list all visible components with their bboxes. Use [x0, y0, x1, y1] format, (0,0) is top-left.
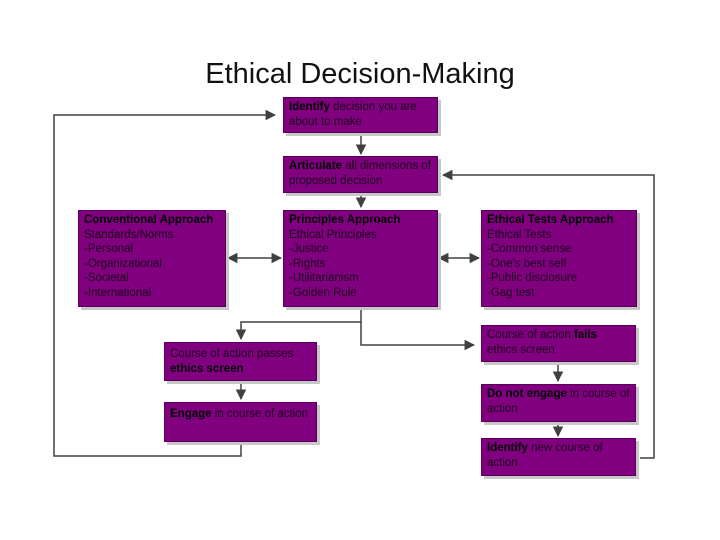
conventional-item: -Organizational	[84, 257, 162, 270]
fails-text-end: ethics screen	[487, 343, 555, 356]
passes-ethics-screen-box: Course of action passes ethics screen	[164, 342, 317, 381]
do-not-engage-box: Do not engage in course of action	[481, 384, 636, 422]
ethical-tests-item: -Public disclosure	[487, 272, 578, 284]
principles-item: -Justice	[289, 243, 329, 255]
articulate-label: Articulate	[289, 160, 343, 172]
ethical-tests-item: -Gag test	[487, 286, 535, 299]
conventional-item: -International	[84, 286, 152, 299]
engage-text: in course of action	[211, 408, 309, 420]
principles-item: -Utilitarianism	[289, 272, 359, 284]
principles-item: -Rights	[289, 257, 326, 270]
ethical-tests-heading: Ethical Tests Approach	[487, 214, 614, 226]
loop-right-to-articulate	[441, 169, 655, 459]
fails-label: fails	[573, 329, 597, 341]
ethical-tests-item: -One's best self	[487, 257, 567, 270]
conventional-heading: Conventional Approach	[84, 214, 214, 226]
loop-left-to-identify	[53, 109, 277, 457]
identify-label: Identify	[289, 101, 330, 113]
principles-approach-box: Principles Approach Ethical Principles -…	[283, 210, 438, 307]
conventional-approach-box: Conventional Approach Standards/Norms -P…	[78, 210, 226, 307]
do-not-engage-label: Do not engage	[487, 388, 567, 400]
ethical-tests-item: Ethical Tests	[487, 228, 552, 241]
fails-text: Course of action	[487, 329, 574, 341]
page-title: Ethical Decision-Making	[205, 58, 515, 90]
identify-decision-box: Identify decision you are about to make	[283, 97, 438, 133]
ethical-tests-approach-box: Ethical Tests Approach Ethical Tests -Co…	[481, 210, 637, 307]
identify-new-label: Identify	[487, 442, 528, 454]
articulate-box: Articulate all dimensions of proposed de…	[283, 156, 438, 193]
engage-box: Engage in course of action	[164, 402, 317, 442]
conventional-item: -Societal	[84, 272, 129, 284]
principles-item: Ethical Principles	[289, 228, 377, 241]
ethical-tests-item: -Common sense	[487, 243, 572, 255]
passes-label: ethics screen	[170, 362, 244, 375]
conventional-item: -Personal	[84, 243, 134, 255]
passes-text: Course of action passes	[170, 348, 294, 360]
identify-new-course-box: Identify new course of action	[481, 438, 636, 476]
identify-new-text: new course of action	[487, 442, 603, 469]
articulate-text: all dimensions of proposed decision	[289, 160, 431, 187]
principles-item: -Golden Rule	[289, 286, 357, 299]
do-not-engage-text: in course of action	[487, 388, 630, 415]
engage-label: Engage	[170, 408, 212, 420]
identify-text: decision you are about to make	[289, 101, 417, 128]
arrow-principles-to-fails	[360, 322, 476, 351]
fails-ethics-screen-box: Course of action fails ethics screen	[481, 325, 636, 362]
principles-heading: Principles Approach	[289, 214, 401, 226]
arrow-principles-to-passes	[235, 307, 362, 341]
conventional-item: Standards/Norms	[84, 228, 174, 241]
